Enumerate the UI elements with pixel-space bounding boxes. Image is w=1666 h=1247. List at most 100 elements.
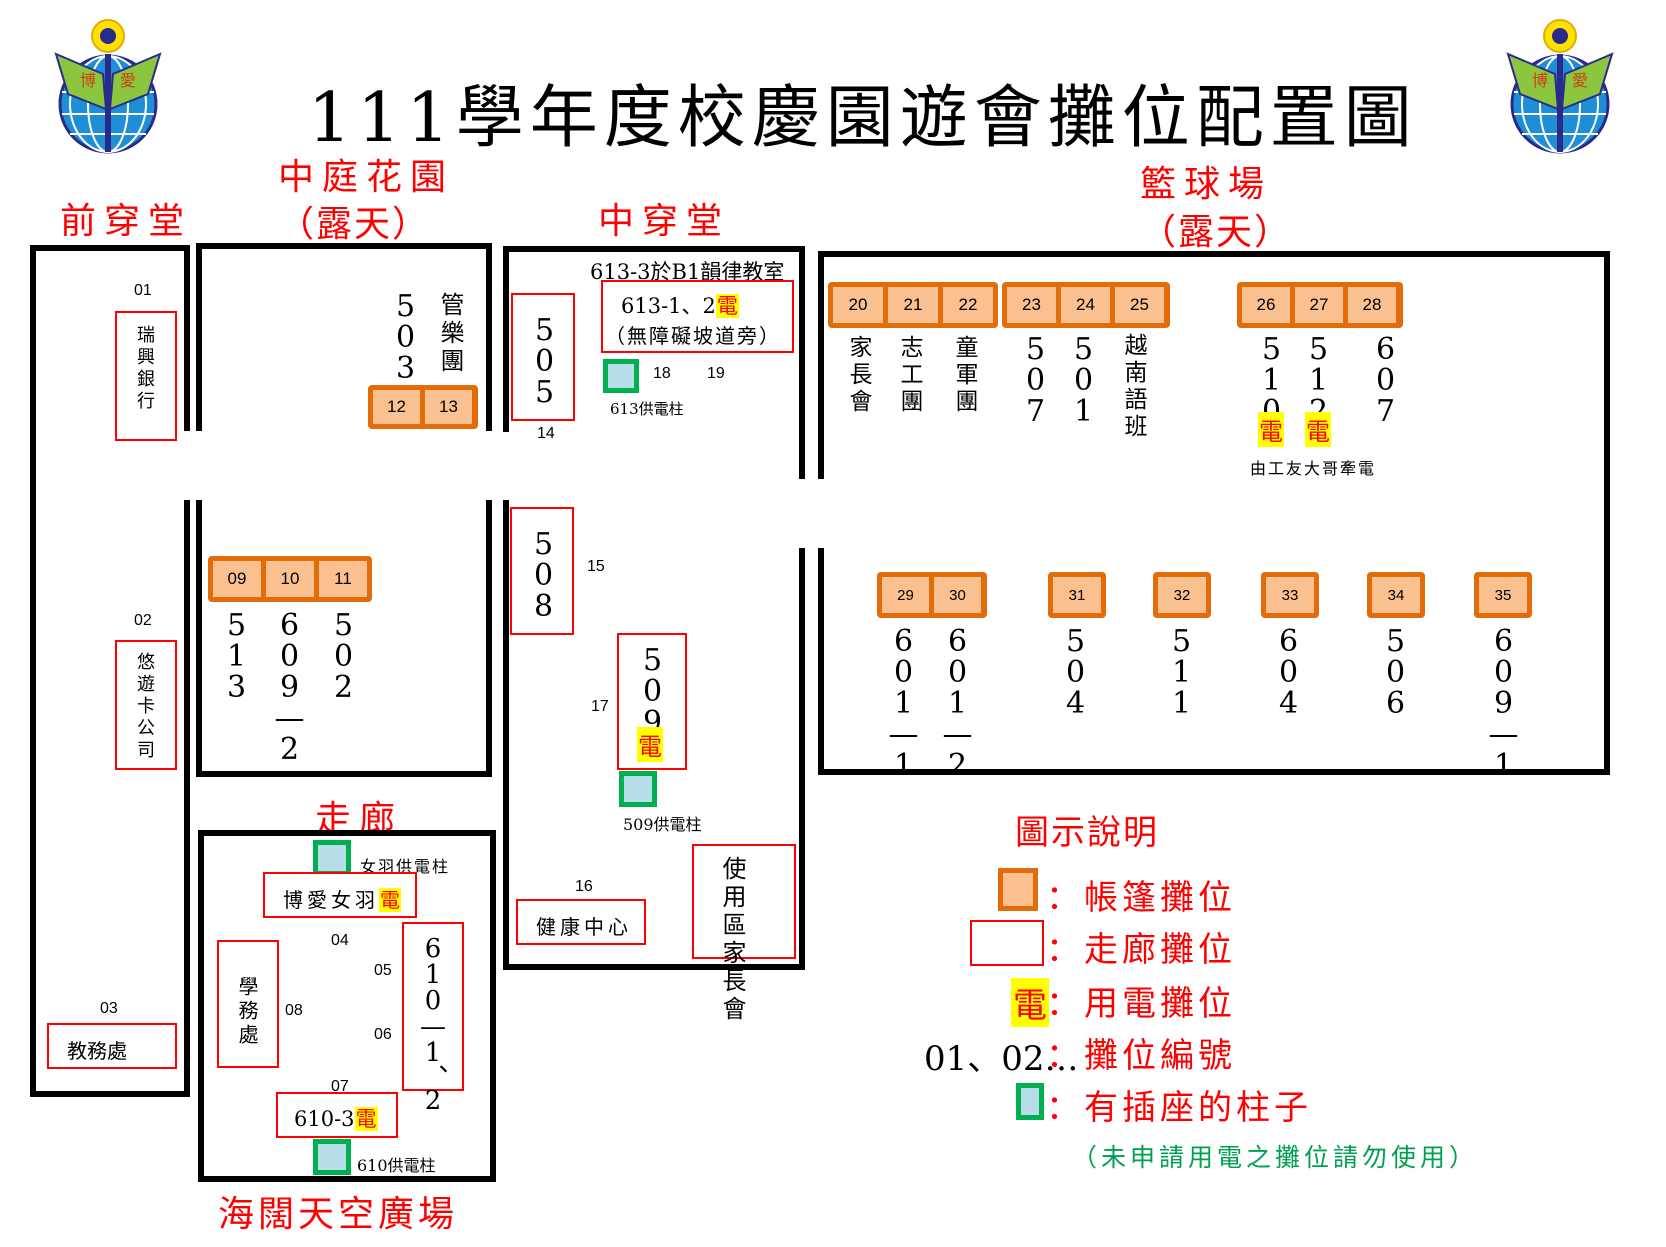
booth-number: 04 xyxy=(331,932,349,949)
wall xyxy=(184,245,190,431)
tent-booth[interactable]: 23 xyxy=(1007,287,1056,323)
power-pole-610 xyxy=(313,1139,351,1175)
area-label-basketball-sub: （露天） xyxy=(1140,212,1293,253)
tent-booth[interactable]: 32 xyxy=(1158,577,1206,613)
booth-label: 613-1、2電 xyxy=(621,290,739,320)
wall xyxy=(184,500,190,1097)
tent-group: 35 xyxy=(1474,572,1532,618)
tent-group: 29 30 xyxy=(877,572,987,618)
tent-booth[interactable]: 13 xyxy=(425,390,472,424)
class-label: 513 xyxy=(219,608,254,701)
tent-booth[interactable]: 34 xyxy=(1372,577,1420,613)
booth-01[interactable]: 瑞興銀行 xyxy=(115,311,177,441)
wall xyxy=(196,243,202,431)
tent-booth[interactable]: 09 xyxy=(213,561,261,597)
class-label: 508 xyxy=(526,527,561,620)
electricity-badge: 電 xyxy=(1258,412,1284,447)
legend-item-tent: ：帳篷攤位 xyxy=(1046,878,1236,918)
pole-label: 女羽供電柱 xyxy=(360,857,451,876)
pole-label: 610供電柱 xyxy=(357,1156,436,1175)
wall xyxy=(818,251,824,479)
parents-area[interactable]: 使用區家長會 xyxy=(692,844,796,1024)
tent-booth[interactable]: 25 xyxy=(1115,287,1164,323)
class-label: 管樂團 xyxy=(436,292,464,376)
booth-610-3[interactable]: 610-3電 xyxy=(276,1092,398,1138)
tent-booth[interactable]: 21 xyxy=(888,287,938,323)
tent-group: 26 27 28 xyxy=(1237,282,1403,328)
booth-health-center[interactable]: 健康中心 xyxy=(516,899,646,945)
tent-booth[interactable]: 33 xyxy=(1266,577,1314,613)
tent-booth[interactable]: 12 xyxy=(373,390,420,424)
class-label: 609—1 xyxy=(1486,624,1521,779)
tent-booth[interactable]: 31 xyxy=(1053,577,1101,613)
booth-508[interactable]: 508 xyxy=(510,507,574,635)
wall xyxy=(818,548,824,775)
booth-610-1-2[interactable]: 610—1、2 xyxy=(402,922,464,1112)
wall xyxy=(486,243,492,431)
wall xyxy=(490,830,496,1182)
booth-505[interactable]: 505 xyxy=(511,293,575,421)
area-label-courtyard-sub: （露天） xyxy=(278,204,431,245)
booth-label: 610-3電 xyxy=(294,1103,378,1133)
class-label: 607 xyxy=(1368,332,1403,425)
booth-label: 志工團 xyxy=(896,335,922,416)
tent-booth[interactable]: 27 xyxy=(1295,287,1343,323)
tent-booth[interactable]: 29 xyxy=(882,577,929,613)
booth-03[interactable]: 教務處 xyxy=(47,1023,177,1069)
tent-group: 09 10 11 xyxy=(208,556,372,602)
class-label: 512 xyxy=(1301,332,1336,425)
power-note: 由工友大哥牽電 xyxy=(1250,459,1377,478)
class-label: 604 xyxy=(1271,624,1306,717)
booth-label-text: 博愛女羽 xyxy=(283,888,379,912)
booth-number: 14 xyxy=(537,425,555,442)
legend-note: （未申請用電之攤位請勿使用） xyxy=(1072,1143,1479,1172)
booth-number: 17 xyxy=(591,698,609,715)
class-label: 503 xyxy=(388,289,423,382)
tent-booth[interactable]: 11 xyxy=(319,561,367,597)
class-label: 609—2 xyxy=(272,608,307,763)
tent-booth[interactable]: 26 xyxy=(1242,287,1290,323)
area-label: 使用區家長會 xyxy=(718,856,746,1024)
class-label: 504 xyxy=(1058,624,1093,717)
wall xyxy=(30,245,36,1097)
class-label: 506 xyxy=(1378,624,1413,717)
power-pole-613 xyxy=(603,359,639,393)
tent-group: 34 xyxy=(1367,572,1425,618)
school-logo-left: 博 愛 xyxy=(48,14,168,154)
power-pole-509 xyxy=(619,771,657,807)
booth-label-text: 610-3 xyxy=(294,1107,355,1131)
tent-booth[interactable]: 24 xyxy=(1061,287,1110,323)
booth-label-text: 613-1、2 xyxy=(621,294,716,318)
booth-number: 02 xyxy=(134,612,152,629)
tent-booth[interactable]: 28 xyxy=(1348,287,1396,323)
tent-booth[interactable]: 20 xyxy=(833,287,883,323)
booth-badminton[interactable]: 博愛女羽電 xyxy=(263,872,417,918)
booth-number: 03 xyxy=(100,1000,118,1017)
tent-booth[interactable]: 30 xyxy=(934,577,981,613)
booth-509[interactable]: 509 電 xyxy=(617,633,687,770)
school-logo-right: 博 愛 xyxy=(1500,14,1620,154)
tent-group: 20 21 22 xyxy=(828,282,998,328)
tent-booth[interactable]: 35 xyxy=(1479,577,1527,613)
legend-item-corridor: ：走廊攤位 xyxy=(1046,930,1236,970)
pole-label: 509供電柱 xyxy=(623,815,702,834)
booth-label: 童軍團 xyxy=(951,335,977,416)
area-label-basketball: 籃球場 xyxy=(1140,164,1273,205)
booth-student-affairs[interactable]: 學務處 xyxy=(217,940,279,1068)
wall xyxy=(30,1091,190,1097)
booth-label: 悠遊卡公司 xyxy=(134,652,155,762)
tent-booth[interactable]: 10 xyxy=(266,561,314,597)
tent-booth[interactable]: 22 xyxy=(943,287,993,323)
booth-613-1-2[interactable]: 613-1、2電 （無障礙坡道旁） xyxy=(601,280,794,353)
tent-group: 32 xyxy=(1153,572,1211,618)
booth-number: 16 xyxy=(575,878,593,895)
booth-number: 15 xyxy=(587,558,605,575)
booth-label: 博愛女羽電 xyxy=(283,884,401,913)
area-label-middle-hall: 中穿堂 xyxy=(598,201,731,242)
legend-title: 圖示說明 xyxy=(1015,813,1159,853)
wall xyxy=(503,500,509,970)
booth-number: 07 xyxy=(331,1078,349,1095)
class-label: 507 xyxy=(1018,332,1053,425)
booth-02[interactable]: 悠遊卡公司 xyxy=(115,640,177,770)
booth-number: 19 xyxy=(707,365,725,382)
